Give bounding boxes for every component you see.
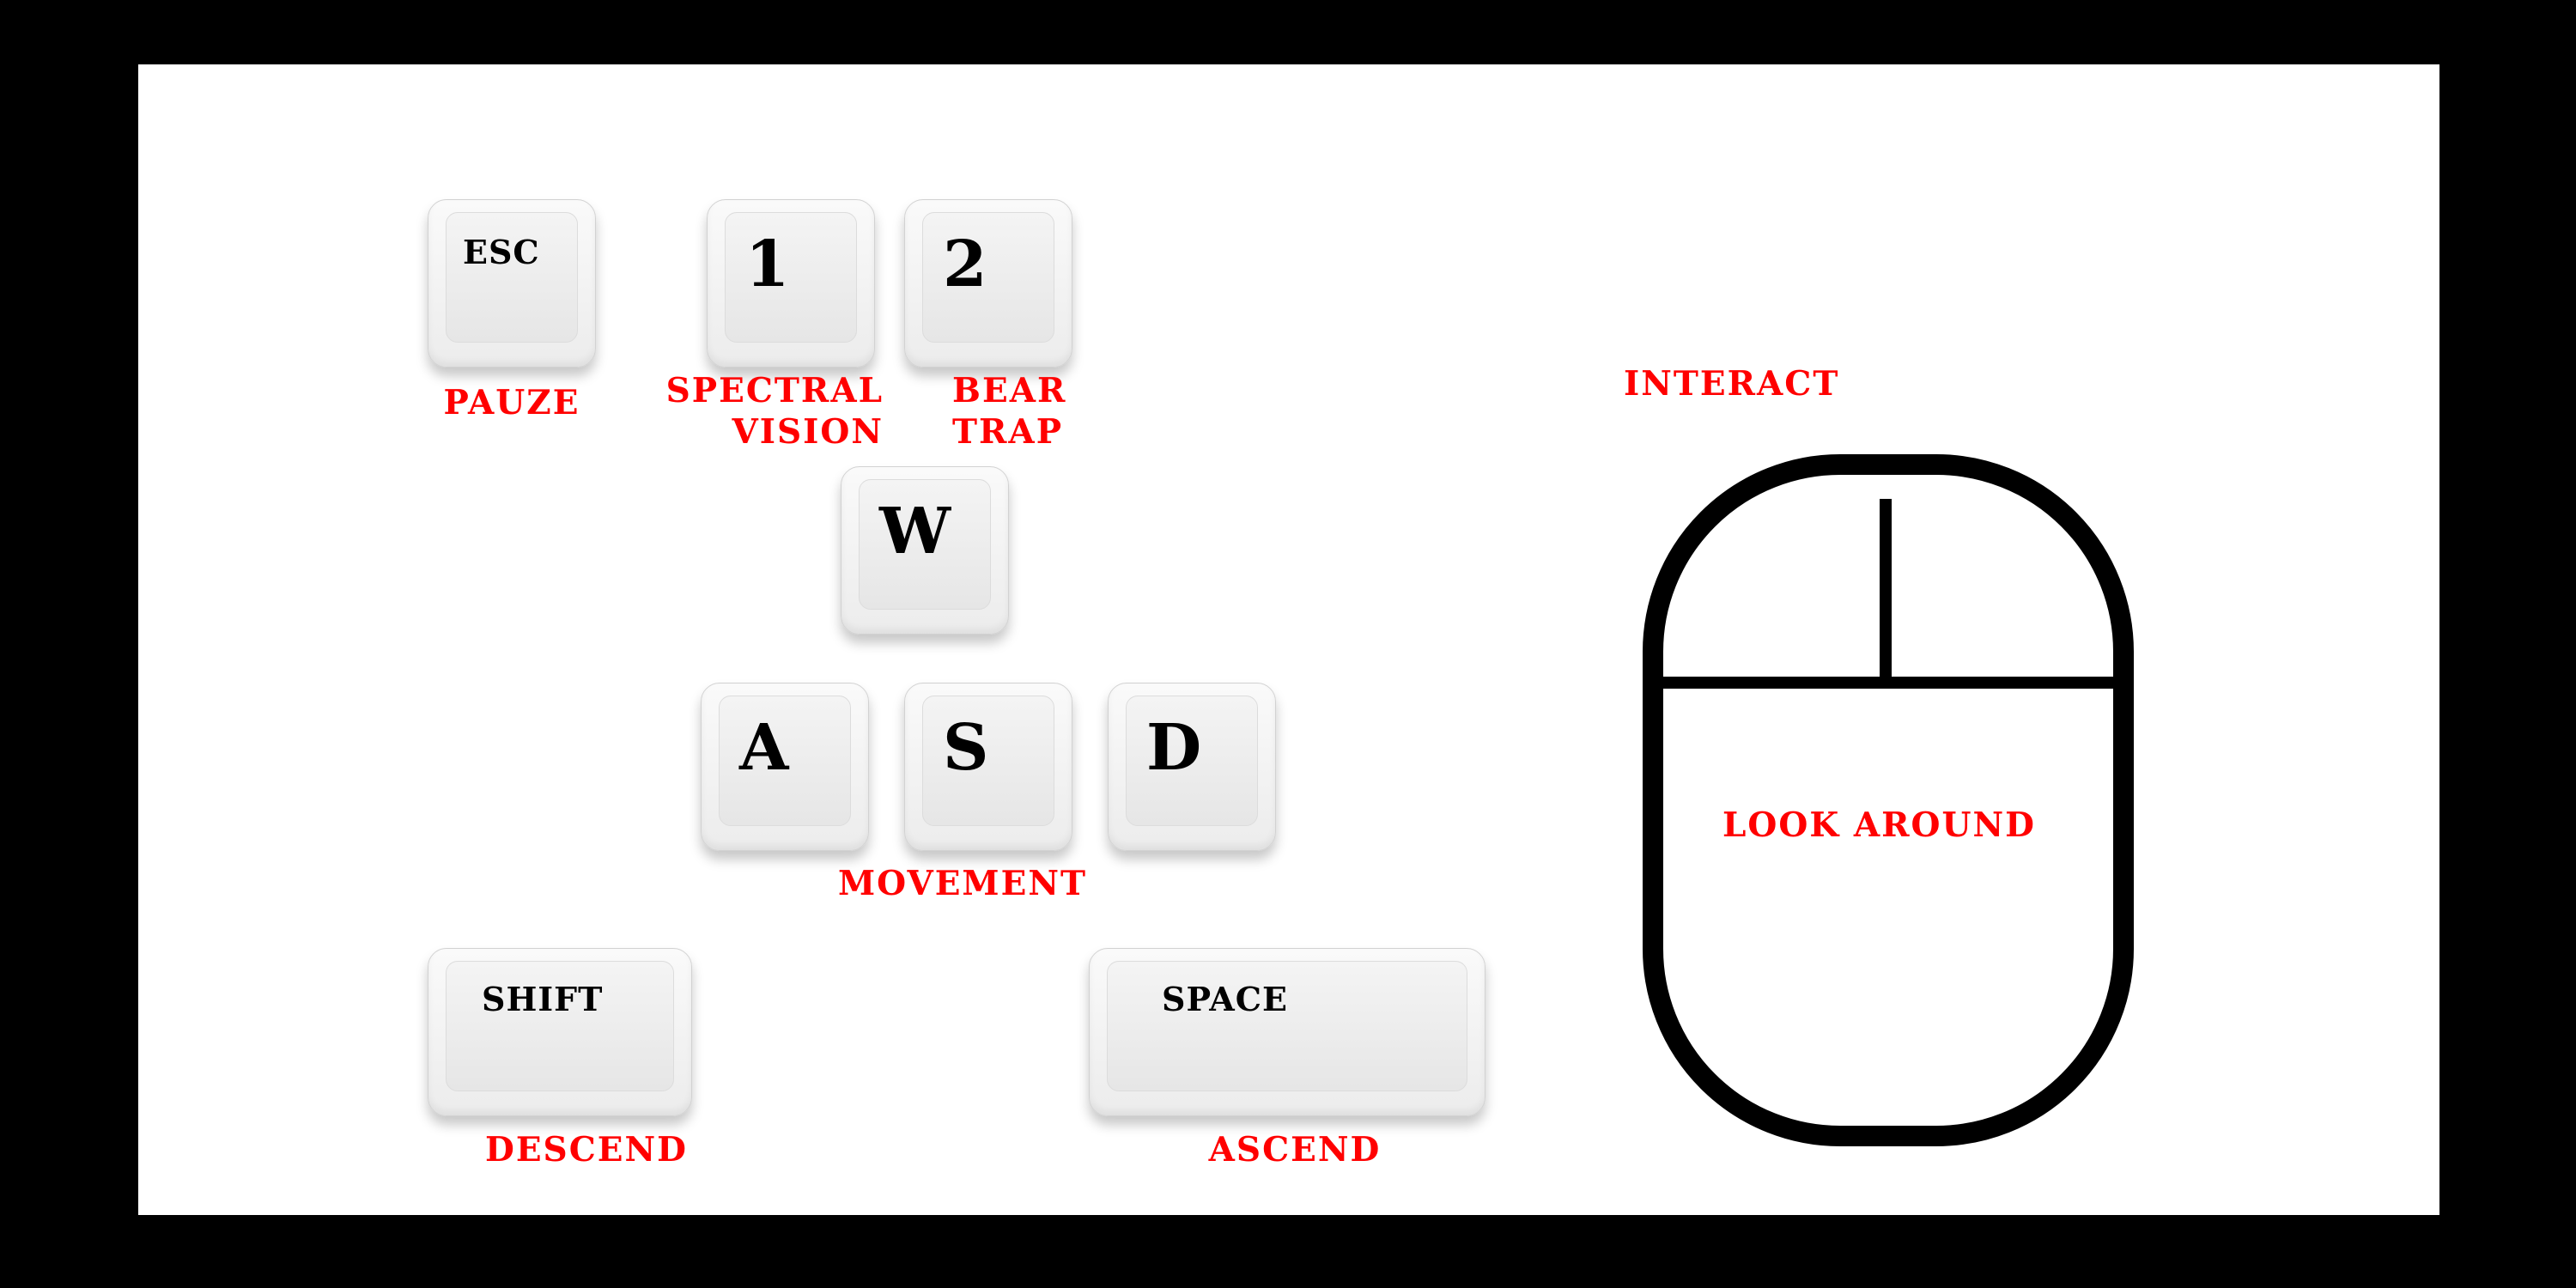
- key-a: A: [701, 683, 869, 851]
- key-s: S: [904, 683, 1072, 851]
- key-2: 2: [904, 199, 1072, 368]
- key-w-legend: W: [879, 495, 951, 568]
- key-shift: SHIFT: [428, 948, 692, 1116]
- label-bear-trap: BEAR TRAP: [952, 371, 1067, 452]
- key-a-legend: A: [739, 711, 789, 785]
- mouse-body: [1643, 454, 2134, 1146]
- key-d-legend: D: [1146, 711, 1202, 785]
- label-spectral-vision: SPECTRAL VISION: [665, 371, 884, 452]
- key-space: SPACE: [1089, 948, 1485, 1116]
- key-d: D: [1108, 683, 1276, 851]
- key-w: W: [841, 466, 1009, 635]
- label-descend: DESCEND: [485, 1130, 688, 1170]
- label-pause: PAUZE: [443, 383, 580, 422]
- mouse-icon: [1643, 454, 2134, 1146]
- key-esc-legend: ESC: [463, 233, 540, 271]
- controls-panel: ESC PAUZE 1 2 SPECTRAL VISION BEAR TRAP …: [138, 64, 2439, 1215]
- label-interact: INTERACT: [1624, 364, 1840, 404]
- key-shift-legend: SHIFT: [482, 980, 604, 1018]
- key-space-legend: SPACE: [1162, 980, 1288, 1018]
- label-look-around: LOOK AROUND: [1722, 805, 2036, 845]
- key-esc: ESC: [428, 199, 596, 368]
- key-s-legend: S: [943, 711, 989, 785]
- label-movement: MOVEMENT: [837, 864, 1087, 903]
- label-ascend: ASCEND: [1208, 1130, 1382, 1170]
- key-1: 1: [707, 199, 875, 368]
- key-1-legend: 1: [745, 228, 790, 301]
- key-2-legend: 2: [943, 228, 987, 301]
